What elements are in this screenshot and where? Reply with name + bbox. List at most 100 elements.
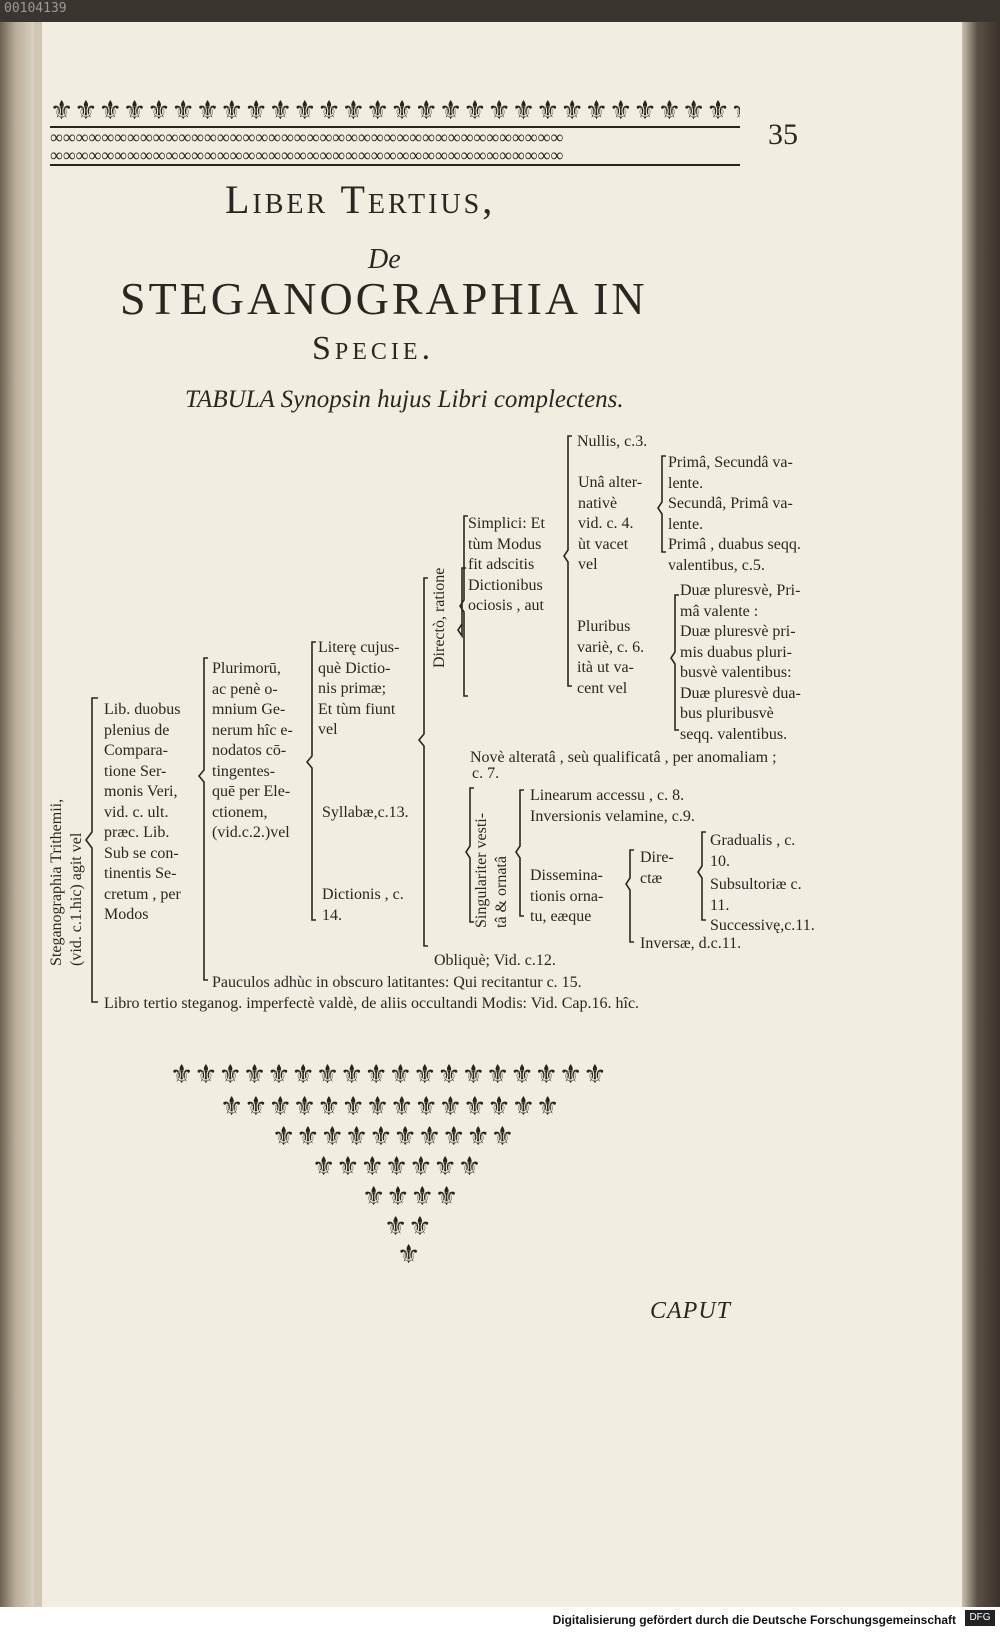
synopsis-line: vid. c. ult. bbox=[104, 803, 169, 821]
synopsis-line: ociosis , aut bbox=[468, 597, 544, 614]
duae-pluresve-block: Duæ pluresvè, Pri-mâ valente : Duæ plures… bbox=[680, 581, 801, 745]
nove-alterata-line: Novè alteratâ , seù qualificatâ , per an… bbox=[470, 749, 777, 766]
oblique-line: Obliquè; Vid. c.12. bbox=[434, 952, 556, 969]
nullis-label: Nullis, c.3. bbox=[577, 433, 648, 450]
top-chain-row-2: ∞∞∞∞∞∞∞∞∞∞∞∞∞∞∞∞∞∞∞∞∞∞∞∞∞∞∞∞∞∞∞∞∞∞∞∞∞∞∞∞ bbox=[50, 145, 564, 165]
singulariter-vestita-label: Singulariter vesti- tâ & ornatâ bbox=[473, 812, 510, 928]
scan-id-label: 00104139 bbox=[4, 1, 67, 16]
tailpiece-row-1: ⚜⚜⚜⚜⚜⚜⚜⚜⚜⚜⚜⚜⚜⚜⚜⚜⚜⚜ bbox=[170, 1060, 608, 1089]
synopsis-line: Dictionibus bbox=[468, 576, 543, 594]
synopsis-line: nerum hîc e- bbox=[212, 721, 293, 739]
synopsis-line: bus pluribusvè bbox=[680, 705, 774, 722]
synopsis-line: tionis orna- bbox=[530, 887, 604, 905]
disseminationis-block: Dissemina-tionis orna-tu, eæque bbox=[530, 866, 603, 928]
top-fleuron-row: ⚜⚜⚜⚜⚜⚜⚜⚜⚜⚜⚜⚜⚜⚜⚜⚜⚜⚜⚜⚜⚜⚜⚜⚜⚜⚜⚜⚜⚜⚜ bbox=[50, 96, 740, 125]
directae-block: Dire-ctæ bbox=[640, 848, 674, 889]
synopsis-line: Secundâ, Primâ va- bbox=[668, 495, 793, 512]
gutter-shadow bbox=[34, 22, 42, 1607]
litere-block: Literę cujus-què Dictio-nis primæ; Et tùm… bbox=[318, 638, 399, 741]
scan-header-bar: 00104139 bbox=[0, 0, 1000, 22]
synopsis-line: mâ valente : bbox=[680, 602, 759, 620]
synopsis-line: ac penè o- bbox=[212, 680, 278, 698]
linearum-line: Linearum accessu , c. 8. bbox=[530, 787, 685, 804]
synopsis-line: (vid.c.2.)vel bbox=[212, 824, 290, 841]
synopsis-line: tione Ser- bbox=[104, 762, 167, 780]
synopsis-line: lente. bbox=[668, 515, 704, 533]
synopsis-line: Gradualis , c. bbox=[710, 832, 796, 849]
prima-secunda-block: Primâ, Secundâ va-lente. Secundâ, Primâ v… bbox=[668, 453, 801, 576]
synopsis-line: què Dictio- bbox=[318, 659, 391, 677]
synopsis-line: nativè bbox=[578, 494, 618, 512]
synopsis-line: mis duabus pluri- bbox=[680, 643, 792, 661]
tailpiece-row-6: ⚜⚜ bbox=[384, 1212, 433, 1241]
tailpiece-row-2: ⚜⚜⚜⚜⚜⚜⚜⚜⚜⚜⚜⚜⚜⚜ bbox=[220, 1092, 561, 1121]
pauculos-line: Pauculos adhùc in obscuro latitantes: Qu… bbox=[212, 974, 582, 991]
inversionis-line: Inversionis velamine, c.9. bbox=[530, 808, 695, 825]
synopsis-line: variè, c. 6. bbox=[577, 638, 645, 656]
synopsis-line: Subsultoriæ c. bbox=[710, 876, 802, 893]
synopsis-line: tu, eæque bbox=[530, 908, 592, 925]
tailpiece-row-3: ⚜⚜⚜⚜⚜⚜⚜⚜⚜⚜ bbox=[272, 1122, 516, 1151]
gradualis-block: Gradualis , c.10. bbox=[710, 831, 795, 872]
synopsis-line: ctæ bbox=[640, 869, 663, 887]
synopsis-line: tùm Modus bbox=[468, 535, 542, 553]
synopsis-line: ctionem, bbox=[212, 803, 268, 821]
heading-liber-tertius: Liber Tertius, bbox=[225, 177, 496, 222]
heading-de: De bbox=[368, 244, 401, 275]
synopsis-line: cent vel bbox=[577, 679, 628, 697]
successivae-line: Successivę,c.11. bbox=[710, 917, 815, 934]
synopsis-line: Duæ pluresvè dua- bbox=[680, 684, 801, 702]
synopsis-line: busvè valentibus: bbox=[680, 664, 792, 681]
synopsis-line: Lib. duobus bbox=[104, 701, 181, 718]
root-trithemii-label: Steganographia Trithemii, (vid. c.1.hic)… bbox=[48, 798, 85, 966]
top-ornament-rule bbox=[50, 126, 740, 128]
footer-bar bbox=[0, 1607, 1000, 1633]
synopsis-line: lente. bbox=[668, 474, 704, 492]
syllabae-label: Syllabæ,c.13. bbox=[322, 804, 409, 821]
synopsis-line: 11. bbox=[710, 896, 730, 914]
book-binding-edge bbox=[962, 22, 1000, 1607]
heading-steganographia: STEGANOGRAPHIA IN bbox=[120, 273, 648, 324]
synopsis-line: Simplici: Et bbox=[468, 515, 545, 532]
synopsis-line: Plurimorū, bbox=[212, 660, 281, 677]
table-title: TABULA Synopsin hujus Libri complectens. bbox=[185, 386, 624, 413]
synopsis-line: 14. bbox=[322, 906, 342, 924]
synopsis-line: Primâ , duabus seqq. bbox=[668, 536, 801, 553]
synopsis-line: Et tùm fiunt bbox=[318, 700, 396, 718]
libro-tertio-line: Libro tertio steganog. imperfectè valdè,… bbox=[104, 995, 640, 1012]
synopsis-line: nis primæ; bbox=[318, 680, 387, 697]
dfg-logo: DFG bbox=[965, 1610, 995, 1626]
synopsis-line: Pluribus bbox=[577, 618, 631, 635]
heading-specie: Specie. bbox=[312, 330, 435, 367]
synopsis-line: fit adscitis bbox=[468, 556, 535, 573]
synopsis-line: Primâ, Secundâ va- bbox=[668, 454, 793, 471]
plurimoru-block: Plurimorū,ac penè o-mnium Ge-nerum hîc e… bbox=[212, 659, 293, 844]
synopsis-line: Dire- bbox=[640, 849, 674, 866]
subsultoriae-block: Subsultoriæ c. 11. bbox=[710, 875, 802, 916]
facing-page-edge bbox=[0, 22, 34, 1607]
synopsis-line: vid. c. 4. bbox=[578, 515, 634, 532]
synopsis-line: Literę cujus- bbox=[318, 639, 400, 656]
tailpiece-row-7: ⚜ bbox=[397, 1240, 422, 1269]
synopsis-line: Compara- bbox=[104, 742, 168, 759]
synopsis-line: vel bbox=[578, 556, 598, 573]
synopsis-line: tinentis Se- bbox=[104, 865, 177, 882]
synopsis-line: Dissemina- bbox=[530, 867, 603, 884]
directo-ratione-label: Directò, ratione bbox=[431, 567, 448, 668]
synopsis-line: vel bbox=[318, 721, 338, 738]
synopsis-line: seqq. valentibus. bbox=[680, 725, 788, 743]
synopsis-line: quē per Ele- bbox=[212, 783, 291, 800]
synopsis-line: ùt vacet bbox=[578, 535, 629, 553]
nove-chapter-label: c. 7. bbox=[472, 765, 500, 782]
page-number: 35 bbox=[768, 118, 798, 151]
synopsis-line: Sub se con- bbox=[104, 844, 179, 862]
synopsis-line: monis Veri, bbox=[104, 783, 178, 800]
synopsis-line: Duæ pluresvè, Pri- bbox=[680, 582, 801, 599]
synopsis-line: valentibus, c.5. bbox=[668, 556, 765, 574]
top-chain-row-1: ∞∞∞∞∞∞∞∞∞∞∞∞∞∞∞∞∞∞∞∞∞∞∞∞∞∞∞∞∞∞∞∞∞∞∞∞∞∞∞∞ bbox=[50, 127, 564, 147]
bottom-ornament-rule bbox=[50, 164, 740, 166]
